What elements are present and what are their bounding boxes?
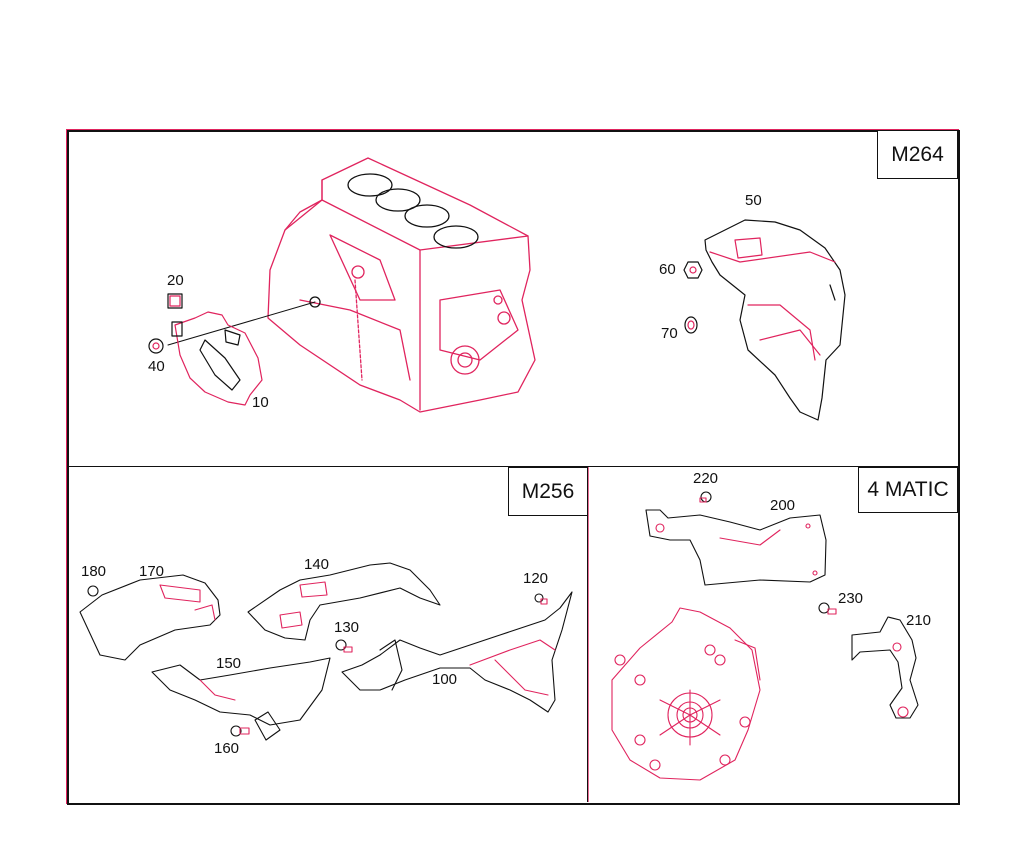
engine-block-drawing bbox=[267, 157, 536, 413]
diagram-frame bbox=[67, 130, 960, 805]
bolt-220-drawing bbox=[699, 491, 712, 503]
callout-200[interactable]: 200 bbox=[770, 497, 796, 514]
callout-140[interactable]: 140 bbox=[304, 556, 330, 573]
shield-170-drawing bbox=[79, 574, 221, 661]
callout-220[interactable]: 220 bbox=[693, 470, 719, 487]
callout-130[interactable]: 130 bbox=[334, 619, 360, 636]
callout-120[interactable]: 120 bbox=[523, 570, 549, 587]
callout-20[interactable]: 20 bbox=[167, 272, 184, 289]
shield-150-drawing bbox=[151, 657, 331, 741]
callout-170[interactable]: 170 bbox=[139, 563, 165, 580]
vertical-divider bbox=[587, 467, 588, 802]
callout-10[interactable]: 10 bbox=[252, 394, 269, 411]
transfer-case-drawing bbox=[611, 607, 761, 781]
nut-40-drawing bbox=[148, 338, 164, 354]
panel-label-m256: M256 bbox=[508, 467, 588, 516]
callout-40[interactable]: 40 bbox=[148, 358, 165, 375]
bolt-230-drawing bbox=[818, 602, 837, 615]
nut-60-drawing bbox=[683, 261, 703, 279]
heat-shield-50-drawing bbox=[704, 219, 846, 421]
callout-100[interactable]: 100 bbox=[432, 671, 458, 688]
bracket-200-drawing bbox=[645, 509, 827, 586]
clip-20-drawing bbox=[167, 293, 183, 309]
callout-150[interactable]: 150 bbox=[216, 655, 242, 672]
clip-on-shield-drawing bbox=[171, 321, 183, 337]
callout-230[interactable]: 230 bbox=[838, 590, 864, 607]
shield-10-drawing bbox=[174, 311, 263, 406]
nut-70-drawing bbox=[684, 316, 698, 334]
callout-160[interactable]: 160 bbox=[214, 740, 240, 757]
bracket-210-drawing bbox=[851, 616, 919, 719]
horizontal-divider bbox=[67, 466, 958, 467]
panel-label-4matic: 4 MATIC bbox=[858, 467, 958, 513]
bolt-120-drawing bbox=[534, 593, 548, 605]
callout-60[interactable]: 60 bbox=[659, 261, 676, 278]
shield-140-drawing bbox=[247, 562, 441, 641]
panel-label-m264: M264 bbox=[877, 130, 958, 179]
callout-210[interactable]: 210 bbox=[906, 612, 932, 629]
bolt-160-drawing bbox=[230, 725, 250, 737]
callout-180[interactable]: 180 bbox=[81, 563, 107, 580]
callout-70[interactable]: 70 bbox=[661, 325, 678, 342]
nut-180-drawing bbox=[87, 585, 99, 597]
bolt-130-drawing bbox=[335, 639, 353, 653]
shield-100-drawing bbox=[341, 591, 573, 713]
callout-50[interactable]: 50 bbox=[745, 192, 762, 209]
